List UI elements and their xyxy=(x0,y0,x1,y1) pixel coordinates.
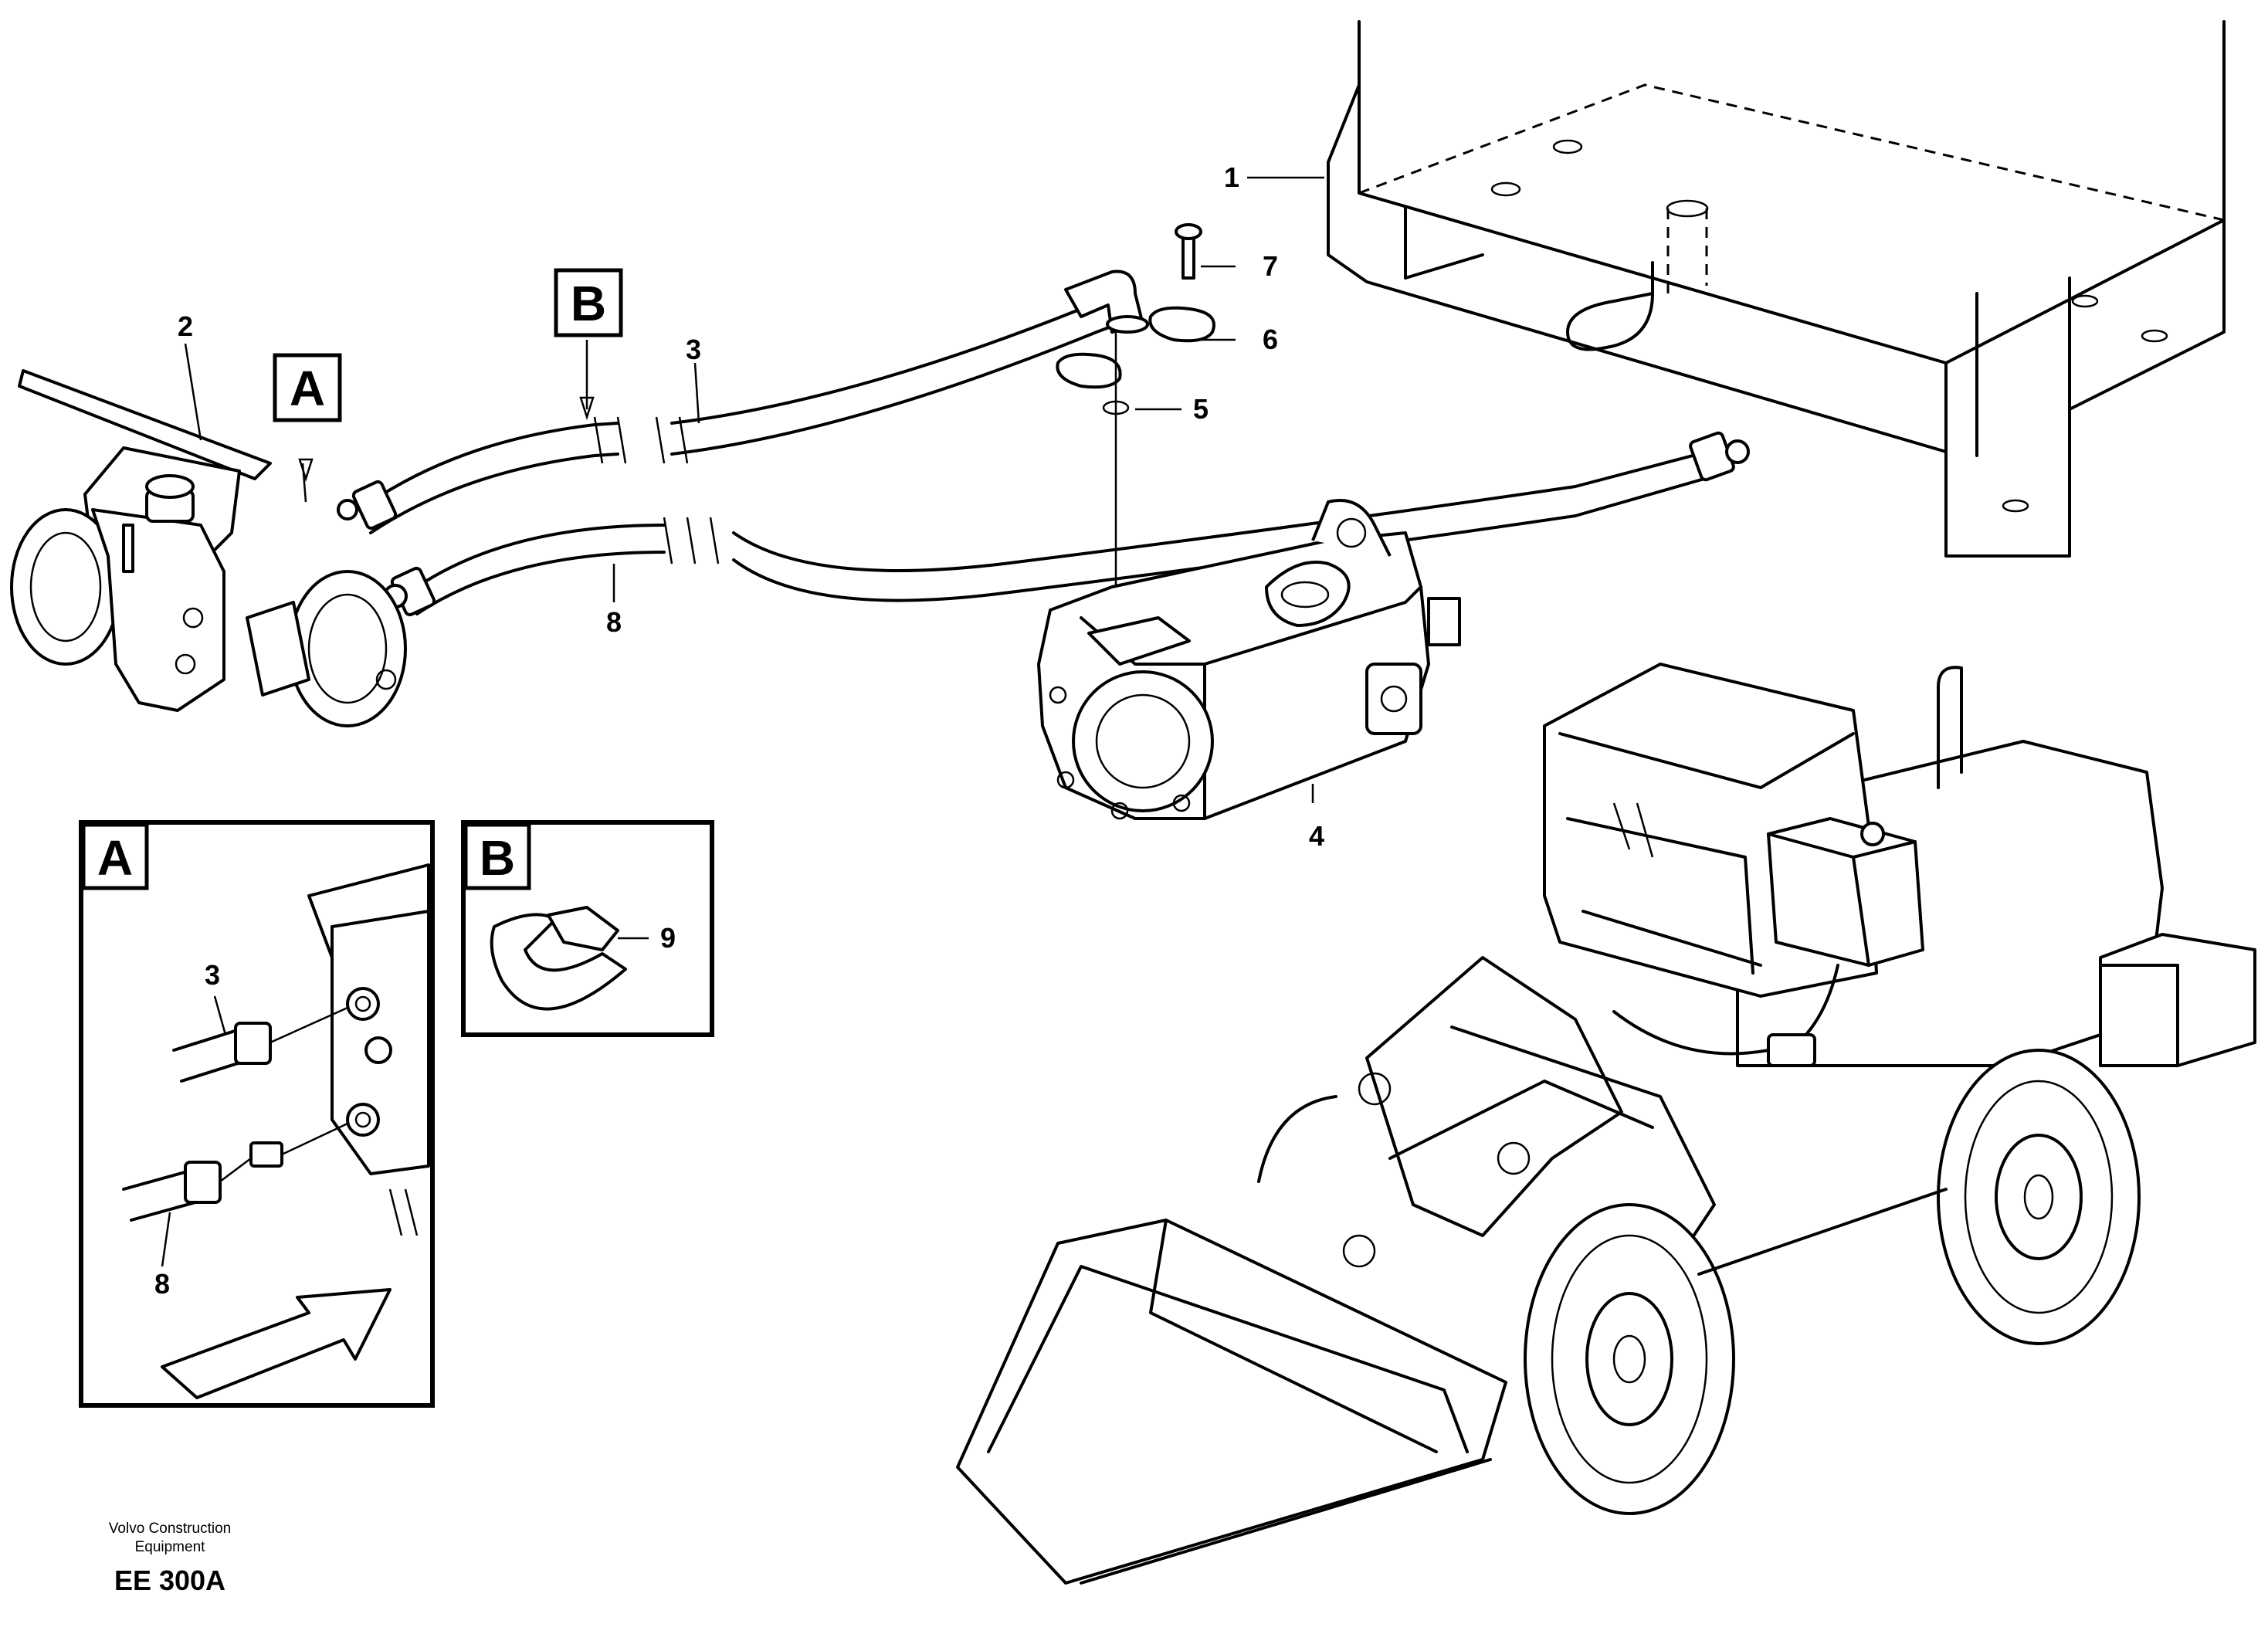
view-marker-b-letter: B xyxy=(571,276,606,331)
view-marker-a-letter: A xyxy=(290,361,325,416)
detail-box-b: B xyxy=(461,820,714,1037)
callout-8: 8 xyxy=(606,606,622,638)
detail-box-b-title: B xyxy=(480,830,515,886)
view-marker-a: A xyxy=(273,353,342,422)
detail-box-a: A xyxy=(79,820,435,1408)
detail-a-callout-8: 8 xyxy=(154,1268,170,1300)
hydraulic-tank xyxy=(1327,20,2226,558)
detail-box-a-title: A xyxy=(97,830,133,886)
flange-parts xyxy=(1056,223,1215,595)
view-marker-b: B xyxy=(554,268,623,337)
brake-valve xyxy=(10,369,407,727)
callout-3: 3 xyxy=(686,334,701,365)
leader-lines xyxy=(184,176,1324,803)
wheel-loader xyxy=(956,663,2256,1585)
callout-labels: 1 2 3 4 5 6 7 8 3 8 9 xyxy=(154,161,1324,1300)
detail-a-callout-3: 3 xyxy=(205,959,220,991)
hydraulic-pump xyxy=(1037,499,1461,820)
callout-1: 1 xyxy=(1224,161,1239,193)
callout-6: 6 xyxy=(1263,324,1278,355)
detail-b-callout-9: 9 xyxy=(660,922,676,954)
drawing-code: EE 300A xyxy=(114,1565,226,1596)
company-name: Volvo Construction Equipment xyxy=(108,1520,232,1555)
hoses xyxy=(337,270,1750,617)
callout-7: 7 xyxy=(1263,250,1278,282)
callout-4: 4 xyxy=(1309,820,1324,852)
callout-2: 2 xyxy=(178,310,193,342)
callout-5: 5 xyxy=(1193,393,1209,425)
